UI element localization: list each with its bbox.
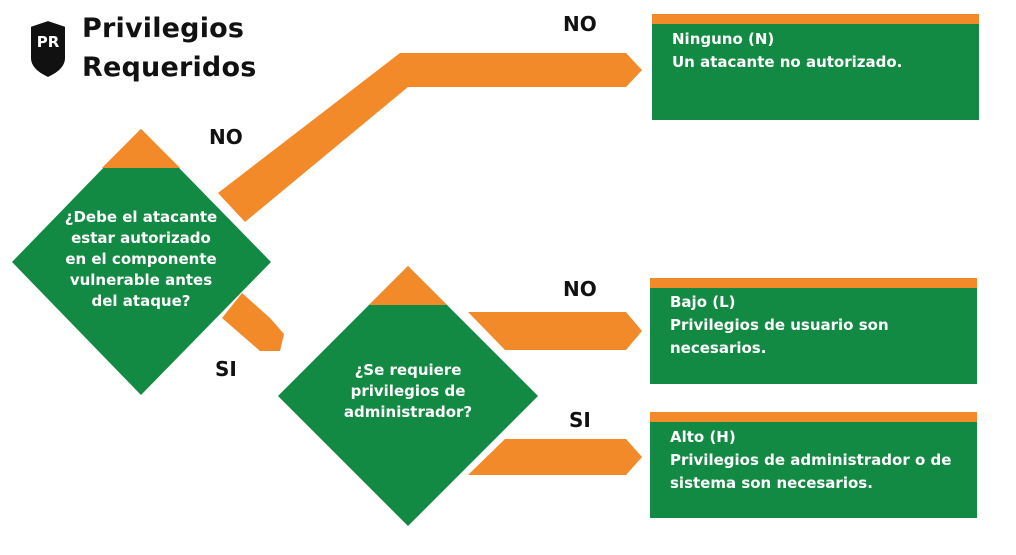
question-1-text: ¿Debe el atacante estar autorizado en el… (64, 208, 218, 310)
outcome-description-line: sistema son necesarios. (670, 474, 873, 492)
outcome-title: Alto (H) (670, 428, 736, 446)
outcome-box-none: Ninguno (N) Un atacante no autorizado. (652, 14, 979, 120)
edge-label-q2-si: SI (569, 408, 591, 432)
arrow-q1-no (218, 53, 642, 222)
outcome-box-low: Bajo (L) Privilegios de usuario son nece… (650, 278, 977, 384)
outcome-accent-bar (650, 412, 977, 422)
edge-label-q2-no: NO (563, 277, 597, 301)
outcome-accent-bar (652, 14, 979, 24)
arrow-q1-si (222, 293, 284, 351)
badge-label: PR (36, 33, 60, 51)
edge-label-q1-no: NO (209, 125, 243, 149)
edge-label-q2-no-top: NO (563, 12, 597, 36)
page-title-line-1: Privilegios (82, 13, 245, 44)
outcome-title: Ninguno (N) (672, 30, 775, 48)
outcome-title: Bajo (L) (670, 293, 736, 311)
badge-shield-icon (29, 18, 67, 80)
question-1-diamond (12, 129, 271, 395)
question-2-diamond (278, 266, 538, 526)
arrow-q2-no (468, 312, 642, 350)
outcome-description-line: necesarios. (670, 339, 767, 357)
edge-label-q1-si: SI (215, 357, 237, 381)
outcome-description-line: Privilegios de administrador o de (670, 451, 952, 469)
outcome-box-high: Alto (H) Privilegios de administrador o … (650, 412, 977, 518)
arrow-q2-si (468, 439, 642, 475)
outcome-accent-bar (650, 278, 977, 288)
outcome-description-line: Privilegios de usuario son (670, 316, 889, 334)
question-2-diamond-cap (369, 266, 447, 305)
page-title-line-2: Requeridos (82, 52, 257, 83)
outcome-description-line: Un atacante no autorizado. (672, 53, 903, 71)
question-2-text: ¿Se requiere privilegios de administrado… (343, 361, 473, 421)
